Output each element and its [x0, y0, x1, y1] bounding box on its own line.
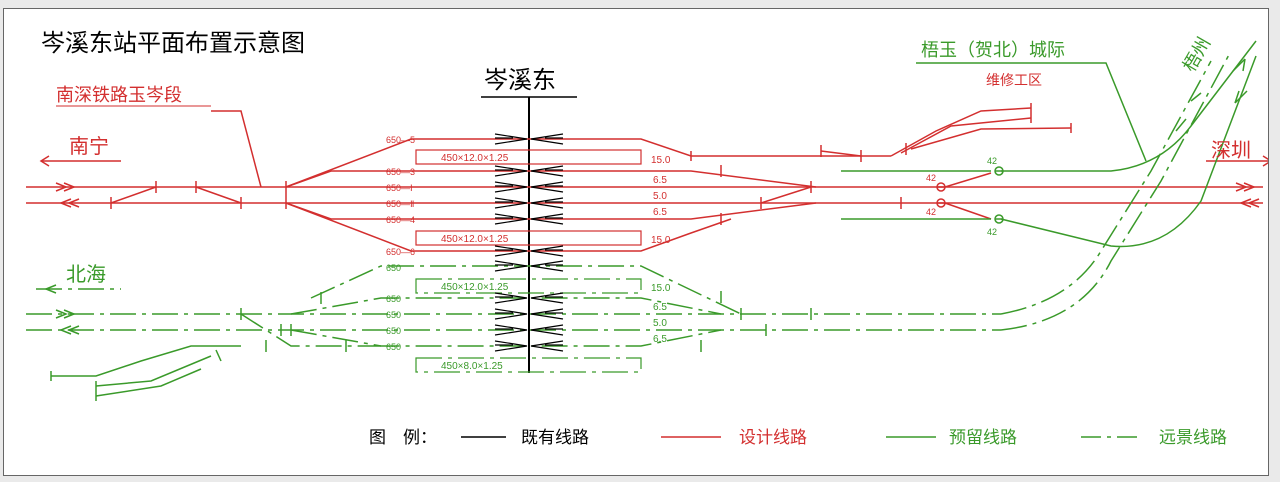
future-track-label: 650	[386, 263, 401, 273]
spacing-label: 15.0	[651, 155, 671, 166]
spacing-label: 6.5	[653, 334, 667, 345]
signal-number: 42	[987, 227, 997, 237]
track-label-6: 650—6	[386, 247, 415, 257]
signal-number: 42	[987, 156, 997, 166]
track-label-3: 650—3	[386, 167, 415, 177]
legend-label-existing: 既有线路	[521, 428, 589, 448]
crossover-mark	[494, 213, 564, 225]
spacing-label: 6.5	[653, 207, 667, 218]
crossover-mark	[494, 133, 564, 145]
future-tracks	[26, 50, 1232, 347]
legend-label-future: 远景线路	[1159, 428, 1227, 448]
legend-title: 图 例：	[369, 428, 437, 448]
label-shenzhen: 深圳	[1211, 138, 1251, 162]
crossover-mark	[494, 181, 564, 193]
crossover-mark	[494, 165, 564, 177]
label-maintenance-area: 维修工区	[986, 73, 1042, 89]
future-track-labels: 650 650 650 650 650	[386, 263, 401, 352]
platform-1	[415, 149, 642, 165]
future-track-label: 650	[386, 342, 401, 352]
legend-label-design: 设计线路	[739, 428, 807, 448]
signal-number: 42	[926, 173, 936, 183]
diagram-title: 岑溪东站平面布置示意图	[41, 29, 305, 57]
signal-number: 42	[926, 207, 936, 217]
diagram-frame: 岑溪东站平面布置示意图 岑溪东	[3, 8, 1269, 476]
label-nanning: 南宁	[69, 134, 109, 158]
platform-1-label: 450×12.0×1.25	[441, 153, 509, 164]
spacing-label: 15.0	[651, 283, 671, 294]
lower-left-connections	[43, 284, 812, 401]
platform-2	[415, 230, 642, 246]
future-platform-2	[415, 357, 642, 373]
future-platform-2-label: 450×8.0×1.25	[441, 361, 503, 372]
station-layout-diagram: 岑溪东站平面布置示意图 岑溪东	[26, 29, 1268, 448]
spacing-label: 6.5	[653, 302, 667, 313]
crossover-mark	[494, 197, 564, 209]
signal-numbers: 42 42 42 42	[926, 156, 997, 237]
design-platforms: 450×12.0×1.25 450×12.0×1.25	[415, 149, 642, 246]
future-track-label: 650	[386, 310, 401, 320]
crossover-mark	[494, 308, 564, 320]
spacing-label: 5.0	[653, 318, 667, 329]
spacing-label: 5.0	[653, 191, 667, 202]
label-wuyu-intercity: 梧玉（贺北）城际	[921, 40, 1065, 61]
future-track-label: 650	[386, 294, 401, 304]
center-crossovers	[494, 133, 564, 352]
station-name: 岑溪东	[484, 66, 556, 94]
label-beihai: 北海	[66, 262, 106, 286]
future-spacings: 15.0 6.5 5.0 6.5	[651, 283, 671, 345]
future-platform-1	[415, 278, 642, 294]
crossover-mark	[494, 340, 564, 352]
design-spacings: 15.0 6.5 5.0 6.5 15.0	[651, 155, 671, 246]
crossover-mark	[494, 260, 564, 272]
track-label-II: 650—Ⅱ	[386, 199, 414, 209]
reserved-tracks	[841, 40, 1257, 248]
spacing-label: 6.5	[653, 175, 667, 186]
design-track-labels: 650—5 650—3 650—Ⅰ 650—Ⅱ 650—4 650—6	[386, 135, 415, 257]
spacing-label: 15.0	[651, 235, 671, 246]
label-nanshen-section: 南深铁路玉岑段	[56, 85, 182, 106]
platform-2-label: 450×12.0×1.25	[441, 234, 509, 245]
future-platforms: 450×12.0×1.25 450×8.0×1.25	[415, 278, 642, 373]
design-tracks	[26, 103, 1268, 252]
crossover-mark	[494, 324, 564, 336]
track-label-I: 650—Ⅰ	[386, 183, 413, 193]
track-label-4: 650—4	[386, 215, 415, 225]
label-wuzhou: 梧州	[1179, 34, 1215, 76]
future-track-label: 650	[386, 326, 401, 336]
legend: 图 例： 既有线路 设计线路 预留线路 远景线路	[369, 428, 1227, 448]
crossover-mark	[494, 245, 564, 257]
future-platform-1-label: 450×12.0×1.25	[441, 282, 509, 293]
legend-label-reserved: 预留线路	[949, 428, 1017, 448]
track-label-5: 650—5	[386, 135, 415, 145]
crossover-mark	[494, 292, 564, 304]
